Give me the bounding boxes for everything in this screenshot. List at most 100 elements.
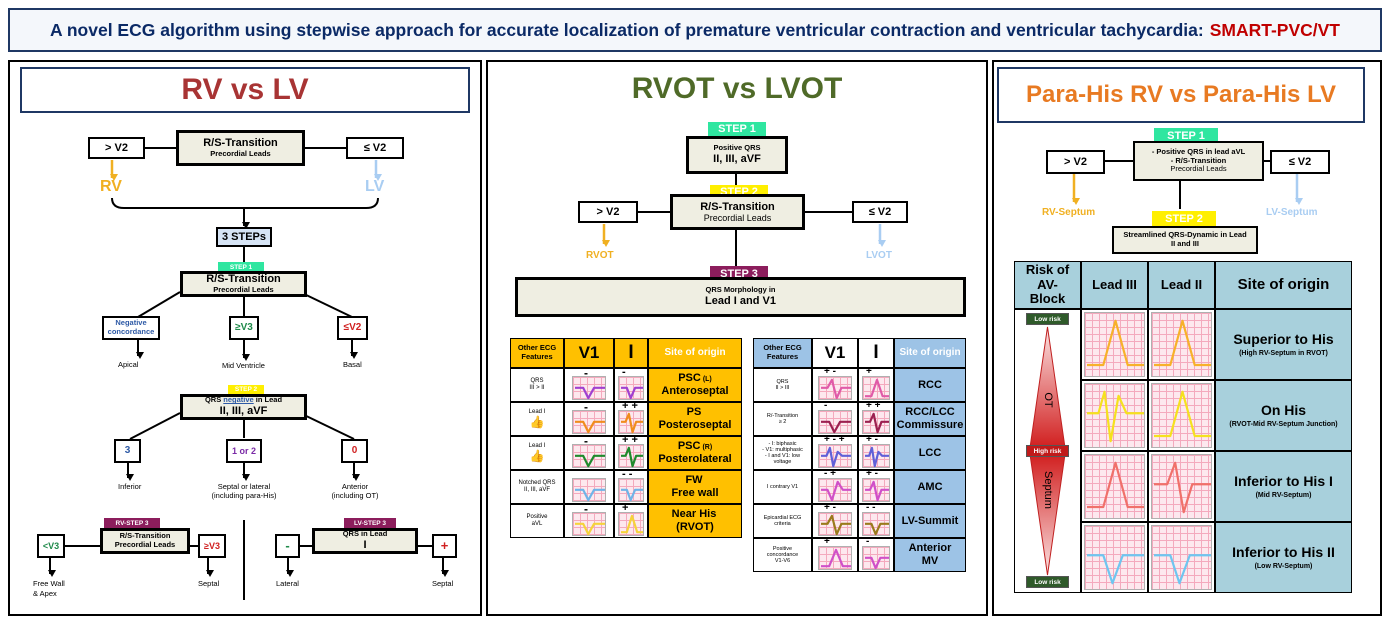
rvot-step1-line2: II, III, aVF <box>713 152 761 165</box>
lateral-label: Lateral <box>276 579 299 588</box>
free-wall-line1: Free Wall <box>33 579 65 588</box>
lvot-feature-line-3-0: I contrary V1 <box>766 483 799 490</box>
rv-lv-title: RV vs LV <box>20 67 470 113</box>
rvot-v1-ecg-0 <box>572 376 606 400</box>
rvot-site-line2-1: Posteroseptal <box>658 419 732 431</box>
lvot-i-ecg-1 <box>862 410 890 434</box>
lvot-i-ecg-3 <box>862 478 890 502</box>
lvot-v1-cell-4 <box>812 504 858 538</box>
lead3-ecg-0 <box>1084 312 1145 377</box>
lvot-i-cell-1 <box>858 402 894 436</box>
rs-transition-box: R/S-Transition Precordial Leads <box>176 130 305 166</box>
rvot-v1-cell-1 <box>564 402 614 436</box>
lvot-feature-line-5-1: concordance <box>766 551 799 558</box>
lvot-i-ecg-2 <box>862 444 890 468</box>
anterior-line2: (including OT) <box>331 491 379 500</box>
rvot-site-name-0: PSC <box>678 372 701 385</box>
parahis-step1-line1: - Positive QRS in lead aVL <box>1151 147 1246 157</box>
lvot-v1-cell-3 <box>812 470 858 504</box>
lvot-i-cell-0 <box>858 368 894 402</box>
lvot-site-0: RCC <box>894 368 966 402</box>
lvot-v1-ecg-4 <box>818 512 852 536</box>
lvot-i-ecg-3-trace <box>865 480 889 502</box>
lvot-i-cell-5 <box>858 538 894 572</box>
lead2-ecg-1-trace <box>1154 390 1211 438</box>
rv-step3-line2: Precordial Leads <box>114 540 176 549</box>
rvot-i-ecg-0-trace <box>621 386 643 400</box>
lvot-v1-ecg-3-trace <box>821 480 851 502</box>
lv-step3-box: QRS in Lead I <box>312 528 418 554</box>
ge-v3-box: ≥V3 <box>229 316 259 340</box>
parahis-site-sub-0: (High RV-Septum in RVOT) <box>1239 350 1328 358</box>
rvot-site-line2-4: (RVOT) <box>676 521 714 533</box>
parahis-site-sub-3: (Low RV-Septum) <box>1254 563 1313 571</box>
panel-rv-lv <box>8 60 482 616</box>
rvot-step1-tag: STEP 1 <box>708 122 766 136</box>
rvot-feature-text-0: QRS <box>530 378 544 385</box>
rv-step2-line1: QRS negative in Lead <box>205 396 282 405</box>
rvot-i-ecg-3-trace <box>621 488 643 502</box>
le-v2-box: ≤V2 <box>337 316 368 340</box>
lvot-v1-sign-3: - + <box>824 468 836 479</box>
parahis-site-3: Inferior to His II(Low RV-Septum) <box>1215 522 1352 593</box>
lvot-site-line2-1: Commissure <box>896 419 964 431</box>
lvot-feature-line-1-1: ≥ 2 <box>778 419 787 425</box>
mid-ventricle-label: Mid Ventricle <box>222 361 265 370</box>
lvot-i-ecg-5-trace <box>865 556 889 570</box>
parahis-site-1: On His(RVOT-Mid RV-Septum Junction) <box>1215 380 1352 451</box>
lvot-header-2: I <box>858 338 894 368</box>
lvot-i-sign-1: + + <box>866 400 881 411</box>
parahis-header-3: Site of origin <box>1215 261 1352 309</box>
lvot-feature-line-2-0: - I: biphasic <box>768 440 797 447</box>
rv-septum-result: RV-Septum <box>1042 207 1096 218</box>
parahis-site-0: Superior to His(High RV-Septum in RVOT) <box>1215 309 1352 380</box>
neg-conc-line2: concordance <box>107 327 155 336</box>
rvot-v1-ecg-1 <box>572 410 606 434</box>
lvot-criterion-box: ≤ V2 <box>852 201 908 223</box>
lvot-v1-ecg-0 <box>818 376 852 400</box>
lvot-header-1: V1 <box>812 338 858 368</box>
parahis-step2-line1: Streamlined QRS-Dynamic in Lead <box>1123 230 1247 240</box>
parahis-step2-line2: II and III <box>1171 239 1199 248</box>
rvot-feature-text2-3: II, III, aVF <box>523 487 550 493</box>
lead3-ecg-2-trace <box>1087 461 1144 509</box>
lead2-cell-3 <box>1148 522 1215 593</box>
lead2-ecg-1 <box>1151 383 1212 448</box>
rv-step1-line1: R/S-Transition <box>206 273 281 286</box>
three-steps-box: 3 STEPs <box>216 227 272 247</box>
lvot-i-ecg-0-trace <box>865 378 889 398</box>
lvot-feature-line-0-0: QRS <box>776 378 789 385</box>
risk-low-bottom: Low risk <box>1026 576 1069 588</box>
parahis-step1-line3: Precordial Leads <box>1170 164 1227 174</box>
rvot-header-1: V1 <box>564 338 614 368</box>
rvot-v1-ecg-3 <box>572 478 606 502</box>
lvot-site-line1-4: LV-Summit <box>901 514 959 527</box>
lead2-ecg-3 <box>1151 525 1212 590</box>
lead3-ecg-1 <box>1084 383 1145 448</box>
rv-step1-tag: STEP 1 <box>218 262 264 272</box>
lv-result: LV <box>365 178 385 195</box>
rvot-v1-ecg-4 <box>572 512 606 536</box>
one-or-two-box: 1 or 2 <box>226 439 262 463</box>
rvot-v1-cell-4 <box>564 504 614 538</box>
lvot-i-sign-3: + - <box>866 468 878 479</box>
rvot-feature-1: Lead I👍 <box>510 402 564 436</box>
rs-transition-line1: R/S-Transition <box>203 137 278 150</box>
lvot-feature-line-5-2: V1-V6 <box>774 558 791 565</box>
anterior-line1: Anterior <box>341 482 369 491</box>
lead3-cell-3 <box>1081 522 1148 593</box>
rv-step2-line2: II, III, aVF <box>219 405 268 417</box>
rvot-site-name-3: FW <box>685 474 703 487</box>
inferior-label: Inferior <box>118 482 142 491</box>
parahis-site-name-1: On His <box>1260 401 1307 418</box>
lvot-v1-ecg-4-trace <box>821 514 851 536</box>
rvot-criterion-box: > V2 <box>578 201 638 223</box>
lvot-v1-sign-4: + - <box>824 502 836 513</box>
lvot-feature-1: R/-Transition≥ 2 <box>753 402 812 436</box>
rvot-i-cell-1 <box>614 402 648 436</box>
lvot-v1-sign-0: + - <box>824 366 836 377</box>
lvot-site-2: LCC <box>894 436 966 470</box>
